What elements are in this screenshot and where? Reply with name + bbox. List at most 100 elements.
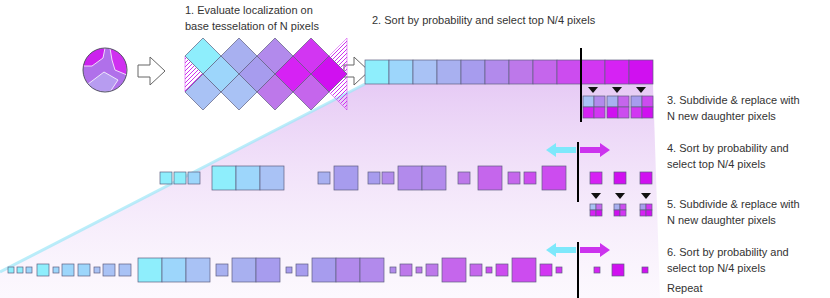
sort-arrow [580,243,610,257]
daughter-pixels [583,96,653,118]
pixel-square [232,258,256,282]
pixel-square [640,172,652,184]
daughter-pixel [594,96,605,107]
pixel-square [642,267,648,273]
pixel-square [188,172,200,184]
pixel-square [286,267,292,273]
pixel-square [334,166,358,190]
pixel-square [260,166,284,190]
band-edge [0,84,365,272]
pixel-square [400,264,412,276]
pixel-square [37,264,49,276]
sorted-row [8,258,648,282]
pixel-square [296,264,308,276]
sphere-region [88,72,118,92]
pixel-square [594,267,600,273]
sort-arrow [580,143,610,157]
sphere-fill [83,48,127,92]
subdivide-marker [641,193,651,199]
daughter-pixel [618,107,629,118]
pixel-square [17,267,23,273]
pixel-square [94,267,100,273]
daughter-pixel [607,96,618,107]
step-label: 4. Sort by probability and select top N/… [667,140,807,172]
pixel-square [78,264,90,276]
sort-arrow [546,143,576,157]
threshold-line [577,242,579,298]
step-label: 6. Sort by probability and select top N/… [667,244,807,276]
pixel-square [590,172,602,184]
base-pixel [293,74,329,110]
daughter-pixel [631,96,642,107]
daughter-pixel [590,210,596,216]
pixel-square [496,264,508,276]
pixel-square [256,258,280,282]
pixel-square [605,60,629,84]
process-arrow [138,57,165,85]
step-label: 3. Subdivide & replace with N new daught… [667,92,807,124]
pixel-square [486,267,492,273]
pixel-square [389,60,413,84]
pixel-square [416,267,422,273]
pixel-square [212,166,236,190]
daughter-pixel [620,204,626,210]
daughter-pixel [607,107,618,118]
pixel-square [413,60,437,84]
pixel-square [556,267,562,273]
daughter-pixel [618,96,629,107]
pixel-square [508,172,520,184]
sort-arrow [546,243,576,257]
daughter-pixel [590,204,596,210]
pixel-square [612,264,624,276]
daughter-pixel [596,210,602,216]
pixel-square [236,166,260,190]
pixel-square [614,172,626,184]
pixel-square [162,258,186,282]
pixel-square [53,267,59,273]
pixel-square [426,264,438,276]
daughter-pixel [594,107,605,118]
pixel-square [581,60,605,84]
pixel-square [382,172,394,184]
pixel-square [478,166,502,190]
pixel-square [540,264,552,276]
subdivide-marker [612,87,622,93]
pixel-square [62,264,74,276]
subdivide-marker [615,193,625,199]
subdivide-marker [588,87,598,93]
subdivide-marker [591,193,601,199]
daughter-pixel [642,96,653,107]
step-label: 5. Subdivide & replace with N new daught… [667,196,807,228]
pixel-square [542,166,566,190]
pixel-square [174,172,186,184]
daughter-pixel [646,210,652,216]
step-label: 2. Sort by probability and select top N/… [372,12,672,28]
pixel-square [368,172,380,184]
pixel-square [557,60,581,84]
daughter-pixel [583,96,594,107]
base-pixel [257,74,293,110]
sphere-outline [83,48,127,92]
step-label: 1. Evaluate localization on base tessela… [185,2,325,34]
pixel-square [470,264,482,276]
pixel-square [422,166,446,190]
pixel-square [160,172,172,184]
pixel-square [103,264,115,276]
pixel-square [390,267,396,273]
pixel-square [119,264,131,276]
subdivide-marker [636,87,646,93]
daughter-pixel [640,204,646,210]
pixel-square [629,60,653,84]
pixel-square [360,258,384,282]
daughter-pixel [631,107,642,118]
daughter-pixel [646,204,652,210]
daughter-pixel [614,210,620,216]
pixel-square [533,60,557,84]
pixel-square [318,172,330,184]
pixel-square [336,258,360,282]
pixel-square [186,258,210,282]
pixel-square [437,60,461,84]
repeat-label: Repeat [667,280,807,296]
